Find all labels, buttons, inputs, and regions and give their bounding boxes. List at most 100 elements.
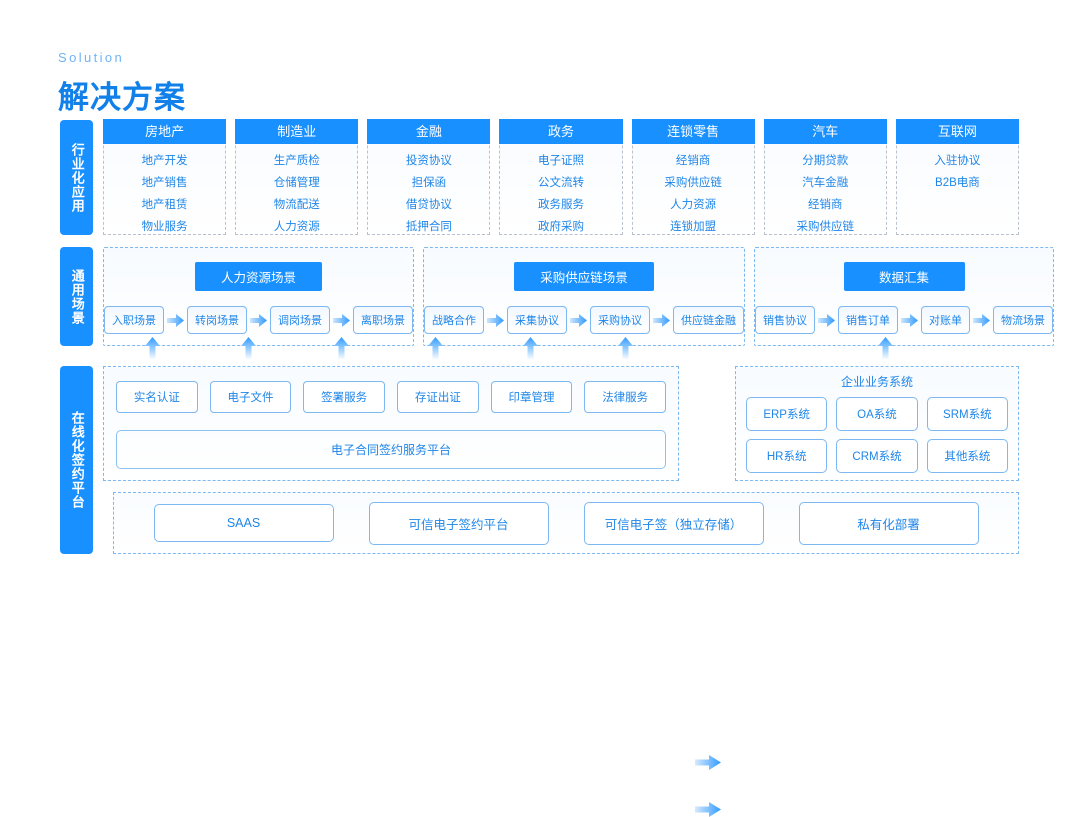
scenario-node[interactable]: 销售订单	[838, 306, 898, 334]
industry-item[interactable]: 物流配送	[273, 199, 320, 211]
industry-column-header: 政务	[499, 119, 623, 144]
industry-column[interactable]: 制造业 生产质检 仓储管理 物流配送 人力资源	[235, 119, 359, 235]
industry-item[interactable]: 经销商	[675, 155, 711, 167]
deployment-option[interactable]: 私有化部署	[798, 501, 979, 545]
scenario-node[interactable]: 入职场景	[104, 306, 164, 334]
scenario-group-procurement[interactable]: 采购供应链场景 战略合作 采集协议 采购协议 供应链金融	[423, 247, 745, 346]
capability-chip[interactable]: 签署服务	[303, 381, 386, 413]
industry-column[interactable]: 房地产 地产开发 地产销售 地产租赁 物业服务	[103, 119, 227, 235]
general-scenarios-band: 人力资源场景 入职场景 转岗场景 调岗场景 离职场景 采购供应链场景 战略合作 …	[103, 247, 1054, 346]
scenario-flow: 战略合作 采集协议 采购协议 供应链金融	[424, 306, 744, 334]
deployment-option[interactable]: SAAS	[153, 504, 334, 542]
industry-item[interactable]: 分期贷款	[802, 155, 849, 167]
industry-item[interactable]: 汽车金融	[802, 177, 849, 189]
industry-item[interactable]: 地产销售	[141, 177, 188, 189]
flow-arrow-right-icon	[487, 313, 504, 327]
flow-arrow-right-icon	[653, 313, 670, 327]
band-tab-scenarios[interactable]: 通用场景	[60, 247, 93, 346]
industry-column[interactable]: 汽车 分期贷款 汽车金融 经销商 采购供应链	[763, 119, 887, 235]
band-tab-signing[interactable]: 在线化签约平台	[60, 366, 93, 554]
industry-column[interactable]: 互联网 入驻协议 B2B电商	[895, 119, 1019, 235]
industry-item[interactable]: 物业服务	[141, 221, 188, 233]
industry-item[interactable]: 人力资源	[273, 221, 320, 233]
flow-arrow-up-icon	[878, 337, 893, 360]
page-title: 解决方案	[58, 80, 186, 115]
scenario-node[interactable]: 调岗场景	[270, 306, 330, 334]
capability-chip[interactable]: 法律服务	[584, 381, 667, 413]
capability-chip[interactable]: 存证出证	[397, 381, 479, 413]
industry-column-header: 连锁零售	[631, 119, 755, 144]
scenario-flow: 销售协议 销售订单 对账单 物流场景	[755, 306, 1053, 334]
flow-arrow-up-icon	[523, 337, 538, 360]
scenario-node[interactable]: 战略合作	[424, 306, 484, 334]
enterprise-system-chip[interactable]: 其他系统	[926, 439, 1008, 473]
industry-item[interactable]: B2B电商	[935, 177, 980, 189]
enterprise-systems-panel: 企业业务系统 ERP系统 OA系统 SRM系统 HR系统 CRM系统 其他系统	[735, 366, 1019, 481]
band-tab-scenarios-label: 通用场景	[69, 268, 85, 325]
industry-item[interactable]: 公文流转	[537, 177, 584, 189]
flow-arrow-right-icon	[570, 313, 587, 327]
scenario-group-title: 采购供应链场景	[514, 262, 654, 291]
enterprise-system-chip[interactable]: ERP系统	[746, 397, 828, 431]
industry-item[interactable]: 地产租赁	[141, 199, 188, 211]
scenario-group-data[interactable]: 数据汇集 销售协议 销售订单 对账单 物流场景	[754, 247, 1054, 346]
signing-platform-bar[interactable]: 电子合同签约服务平台	[116, 430, 666, 469]
industry-item[interactable]: 抵押合同	[405, 221, 452, 233]
scenario-node[interactable]: 对账单	[921, 306, 970, 334]
industry-item[interactable]: 人力资源	[670, 199, 717, 211]
industry-column[interactable]: 政务 电子证照 公文流转 政务服务 政府采购	[499, 119, 623, 235]
capability-chip[interactable]: 电子文件	[209, 381, 292, 413]
page-header: Solution 解决方案	[58, 50, 186, 117]
deployment-option[interactable]: 可信电子签（独立存储）	[583, 501, 764, 545]
flow-arrow-up-icon	[145, 337, 160, 360]
industry-item[interactable]: 借贷协议	[405, 199, 452, 211]
industry-column-header: 金融	[367, 119, 491, 144]
scenario-node[interactable]: 物流场景	[993, 306, 1053, 334]
band-tab-signing-label: 在线化签约平台	[69, 411, 85, 509]
industry-item[interactable]: 政府采购	[537, 221, 584, 233]
scenario-node[interactable]: 采集协议	[507, 306, 567, 334]
industry-item[interactable]: 经销商	[808, 199, 843, 211]
scenario-node[interactable]: 采购协议	[590, 306, 650, 334]
industry-applications-band: 房地产 地产开发 地产销售 地产租赁 物业服务 制造业 生产质检 仓储管理 物流…	[103, 119, 1019, 235]
scenario-group-hr[interactable]: 人力资源场景 入职场景 转岗场景 调岗场景 离职场景	[103, 247, 414, 346]
flow-arrow-right-icon	[333, 313, 350, 327]
industry-item[interactable]: 投资协议	[405, 155, 452, 167]
industry-item[interactable]: 地产开发	[141, 155, 188, 167]
flow-arrow-up-icon	[241, 337, 256, 360]
capability-chip[interactable]: 印章管理	[490, 381, 573, 413]
industry-item-list: 投资协议 担保函 借贷协议 抵押合同	[368, 144, 489, 240]
enterprise-system-chip[interactable]: HR系统	[746, 439, 828, 473]
industry-item[interactable]: 连锁加盟	[670, 221, 717, 233]
flow-arrow-right-icon	[973, 313, 990, 327]
industry-column[interactable]: 金融 投资协议 担保函 借贷协议 抵押合同	[367, 119, 491, 235]
industry-column-header: 汽车	[763, 119, 887, 144]
capability-chip[interactable]: 实名认证	[116, 381, 198, 413]
enterprise-system-chip[interactable]: CRM系统	[836, 439, 918, 473]
flow-arrow-right-icon	[818, 313, 835, 327]
deployment-option[interactable]: 可信电子签约平台	[368, 501, 549, 545]
scenario-node[interactable]: 供应链金融	[673, 306, 744, 334]
scenario-node[interactable]: 销售协议	[755, 306, 815, 334]
industry-item-list: 分期贷款 汽车金融 经销商 采购供应链	[765, 144, 886, 240]
industry-item-list: 入驻协议 B2B电商	[897, 144, 1018, 196]
industry-item[interactable]: 担保函	[411, 177, 447, 189]
industry-item[interactable]: 政务服务	[537, 199, 584, 211]
industry-item[interactable]: 采购供应链	[796, 221, 855, 233]
industry-item[interactable]: 生产质检	[273, 155, 320, 167]
industry-item[interactable]: 仓储管理	[273, 177, 320, 189]
header-eyebrow: Solution	[58, 50, 125, 65]
scenario-node[interactable]: 离职场景	[353, 306, 413, 334]
enterprise-system-chip[interactable]: OA系统	[836, 397, 918, 431]
industry-item[interactable]: 入驻协议	[934, 155, 981, 167]
industry-column[interactable]: 连锁零售 经销商 采购供应链 人力资源 连锁加盟	[631, 119, 755, 235]
band-tab-industry-label: 行业化应用	[69, 142, 85, 213]
industry-item[interactable]: 电子证照	[537, 155, 584, 167]
industry-item-list: 经销商 采购供应链 人力资源 连锁加盟	[633, 144, 754, 240]
band-tab-industry[interactable]: 行业化应用	[60, 120, 93, 235]
industry-item[interactable]: 采购供应链	[664, 177, 722, 189]
enterprise-system-chip[interactable]: SRM系统	[926, 397, 1008, 431]
industry-item-list: 生产质检 仓储管理 物流配送 人力资源	[236, 144, 357, 240]
scenario-node[interactable]: 转岗场景	[187, 306, 247, 334]
capability-chip-row: 实名认证 电子文件 签署服务 存证出证 印章管理 法律服务	[116, 381, 667, 413]
